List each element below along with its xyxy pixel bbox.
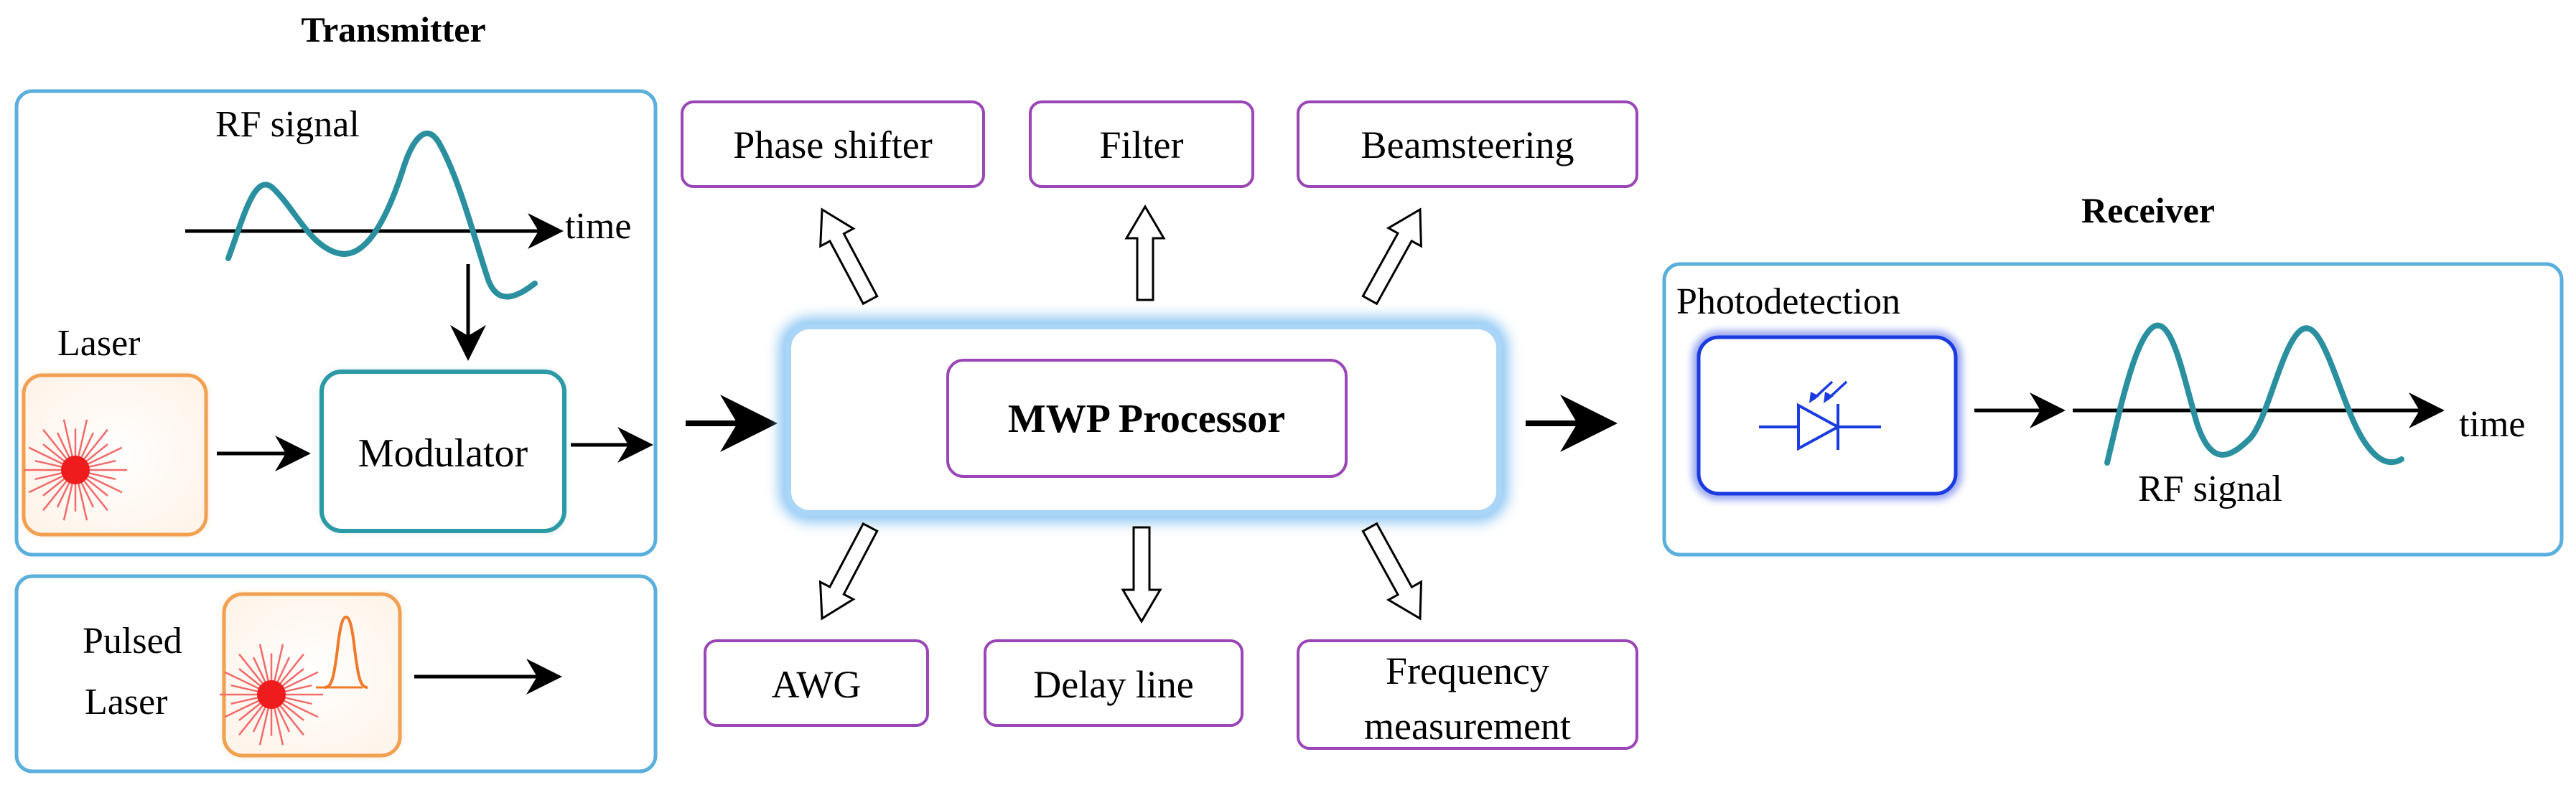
- delay-line-box: [984, 639, 1243, 727]
- photodiode-icon: [1692, 331, 1962, 500]
- mwp-processor-label: MWP Processor: [1008, 397, 1285, 441]
- rx-time-label: time: [2459, 404, 2525, 445]
- tx-time-label: time: [565, 206, 631, 247]
- to-awg-arrow: [818, 522, 879, 621]
- to-frequency-arrow: [1361, 522, 1423, 621]
- modulator-block: Modulator: [319, 370, 566, 533]
- measurement-label: measurement: [1364, 705, 1571, 748]
- phase-shifter-box: [681, 100, 985, 188]
- awg-box: [704, 639, 929, 727]
- pulsed-laser-icon: [220, 592, 402, 758]
- photodetection-label: Photodetection: [1676, 281, 1900, 322]
- filter-label: Filter: [1100, 123, 1184, 166]
- awg-label: AWG: [772, 663, 862, 706]
- rx-rf-signal-label: RF signal: [2138, 469, 2282, 509]
- laser-label: Laser: [57, 323, 140, 364]
- transmitter-title: Transmitter: [301, 9, 485, 50]
- pulsed-laser-panel: [14, 574, 658, 773]
- rx-rf-waveform: [2104, 322, 2404, 466]
- transmitter-panel: [14, 89, 658, 557]
- tx-rf-waveform: [225, 131, 538, 300]
- beamsteering-label: Beamsteering: [1361, 123, 1574, 166]
- frequency-label: Frequency: [1386, 649, 1549, 692]
- to-filter-arrow: [1124, 204, 1166, 301]
- pulsed-laser-label: Laser: [85, 682, 167, 723]
- frequency-measurement-box: [1297, 639, 1638, 750]
- beamsteering-box: [1297, 100, 1638, 188]
- delay-line-label: Delay line: [1033, 663, 1193, 706]
- mwp-processor-block: MWP Processor: [779, 317, 1508, 522]
- to-delay-line-arrow: [1121, 526, 1162, 624]
- tx-rf-signal-label: RF signal: [215, 104, 360, 145]
- filter-box: [1029, 100, 1254, 188]
- receiver-panel: [1662, 262, 2564, 557]
- laser-icon: [22, 373, 208, 537]
- to-phase-shifter-arrow: [819, 207, 879, 306]
- pulsed-label: Pulsed: [83, 621, 182, 662]
- modulator-label: Modulator: [358, 431, 528, 476]
- receiver-title: Receiver: [2081, 190, 2215, 230]
- phase-shifter-label: Phase shifter: [733, 123, 932, 166]
- to-beamsteering-arrow: [1361, 207, 1422, 306]
